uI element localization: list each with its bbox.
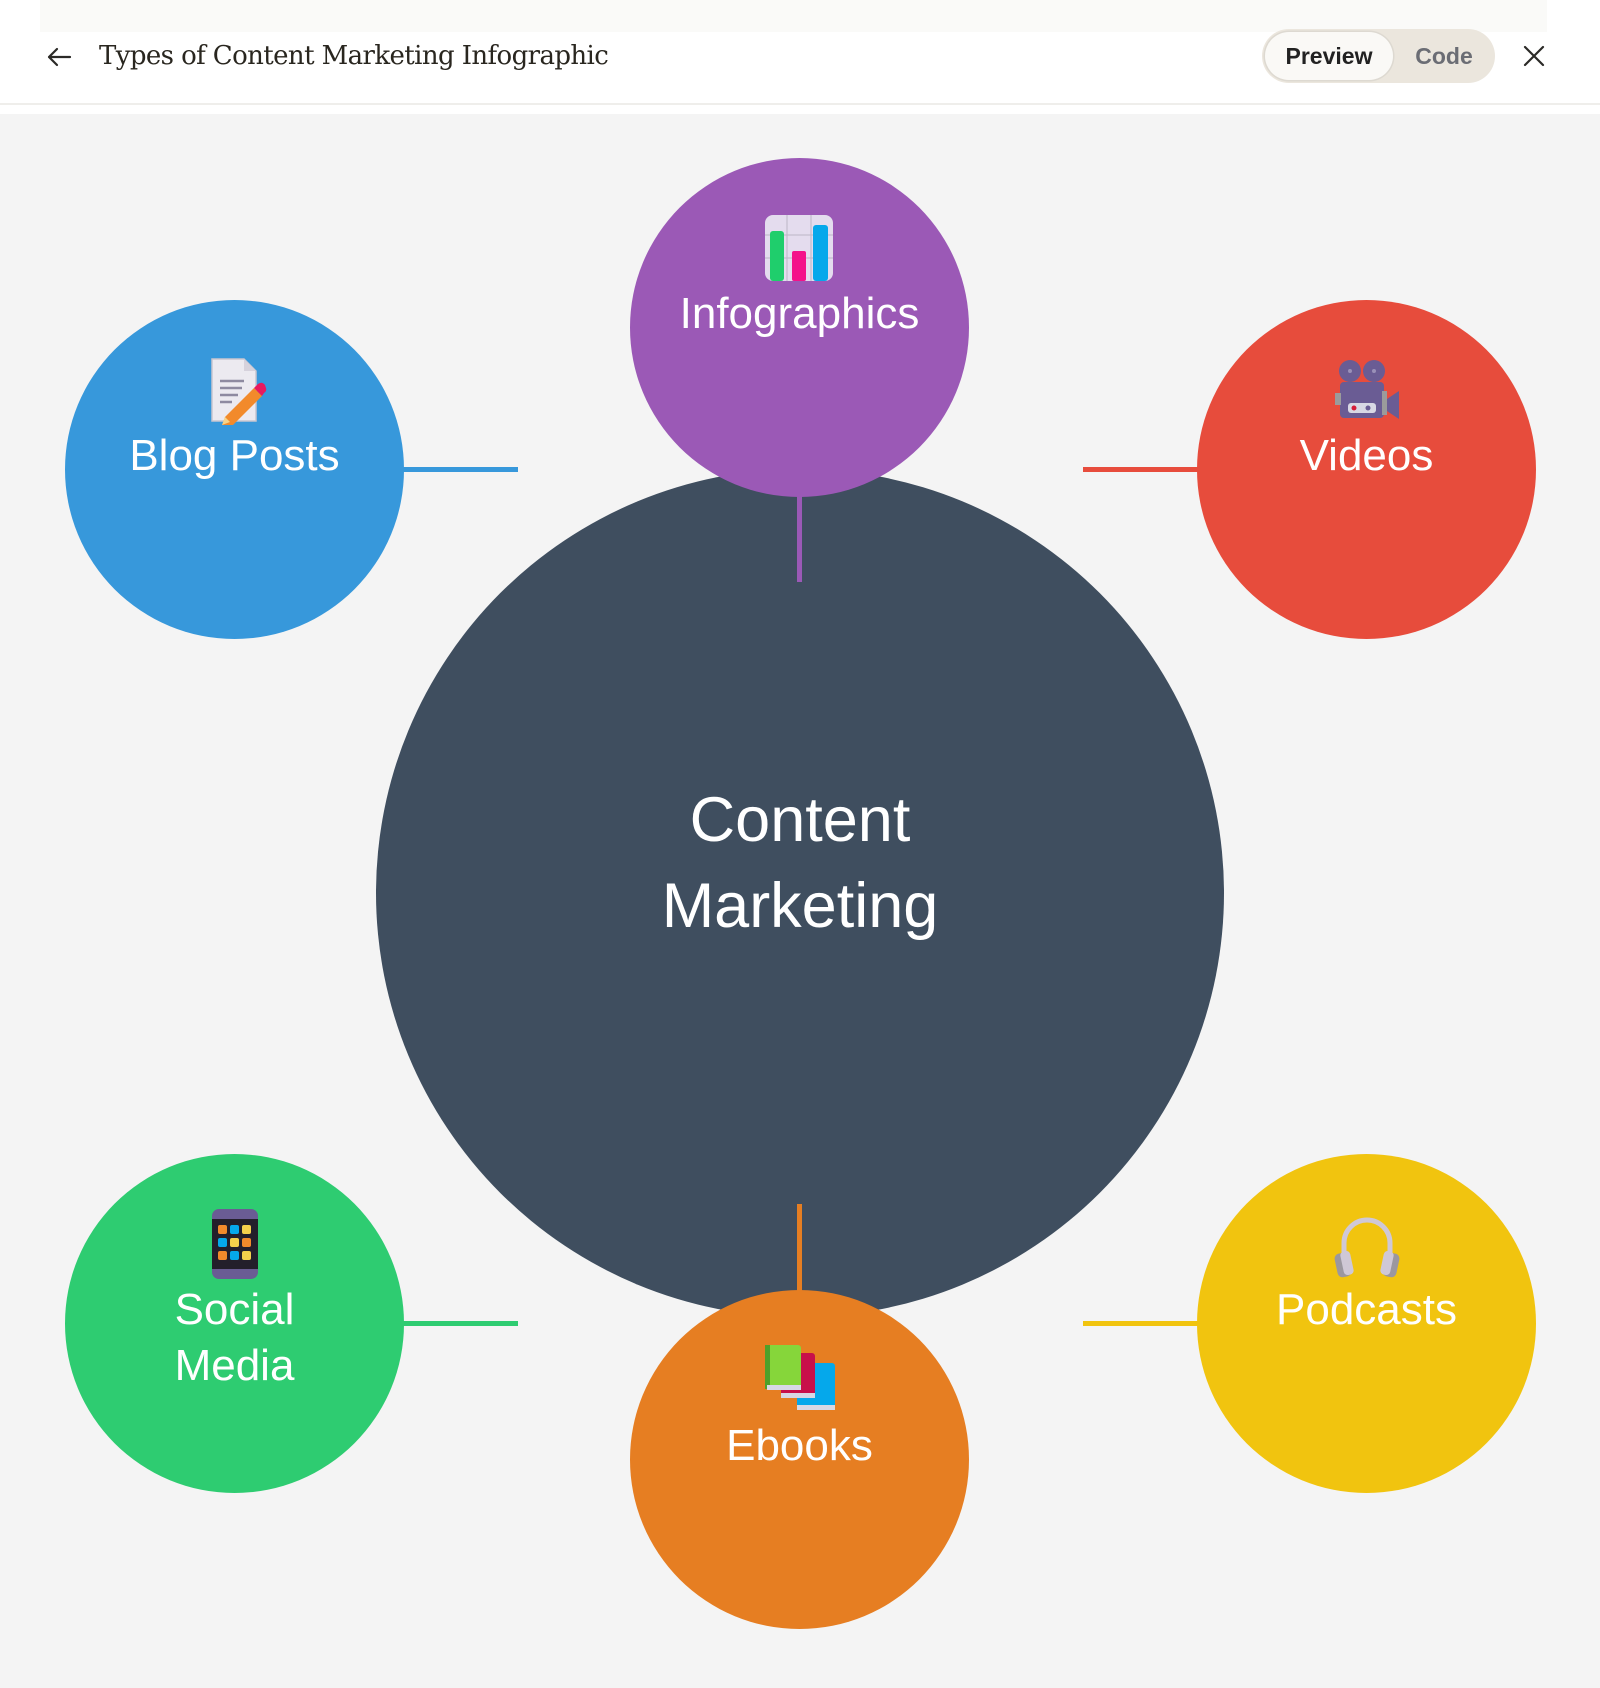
arrow-left-icon (47, 47, 72, 67)
node-blog-posts[interactable]: Blog Posts (65, 300, 404, 639)
tab-code[interactable]: Code (1415, 43, 1473, 69)
center-hub-label-line2: Marketing (661, 871, 939, 941)
node-label: Podcasts (1276, 1285, 1457, 1334)
connector-podcasts (1083, 1321, 1201, 1326)
close-icon (1523, 45, 1545, 67)
node-infographics[interactable]: Infographics (630, 158, 969, 497)
node-label: Blog Posts (129, 431, 340, 480)
node-label-line1: Social (174, 1285, 295, 1334)
connector-videos (1083, 467, 1201, 472)
connector-ebooks (797, 1204, 802, 1296)
node-label-line2: Media (174, 1341, 295, 1390)
center-hub-label-line1: Content (689, 785, 911, 855)
movie-camera-icon (1334, 360, 1399, 419)
node-social-media[interactable]: Social Media (65, 1154, 404, 1493)
headphones-icon (1334, 1217, 1399, 1278)
infographic-canvas: Content Marketing Blog Posts (0, 114, 1600, 1688)
node-label: Videos (1299, 431, 1434, 480)
node-podcasts[interactable]: Podcasts (1197, 1154, 1536, 1493)
center-hub: Content Marketing (376, 469, 1224, 1317)
close-button[interactable] (1516, 38, 1552, 74)
memo-pencil-icon (210, 358, 266, 425)
node-ebooks[interactable]: Ebooks (630, 1290, 969, 1629)
top-strip (40, 0, 1547, 32)
back-button[interactable] (40, 40, 78, 74)
header-divider (0, 103, 1600, 105)
page-title: Types of Content Marketing Infographic (99, 41, 609, 71)
connector-social-media (400, 1321, 518, 1326)
tab-preview[interactable]: Preview (1265, 32, 1393, 80)
node-videos[interactable]: Videos (1197, 300, 1536, 639)
bar-chart-icon (764, 215, 833, 281)
node-label: Infographics (679, 289, 920, 338)
connector-infographics (797, 484, 802, 582)
books-icon (764, 1345, 835, 1410)
mobile-phone-icon (211, 1209, 258, 1279)
view-toggle: Preview Code (1262, 29, 1495, 83)
connector-blog-posts (400, 467, 518, 472)
node-label: Ebooks (726, 1421, 873, 1470)
